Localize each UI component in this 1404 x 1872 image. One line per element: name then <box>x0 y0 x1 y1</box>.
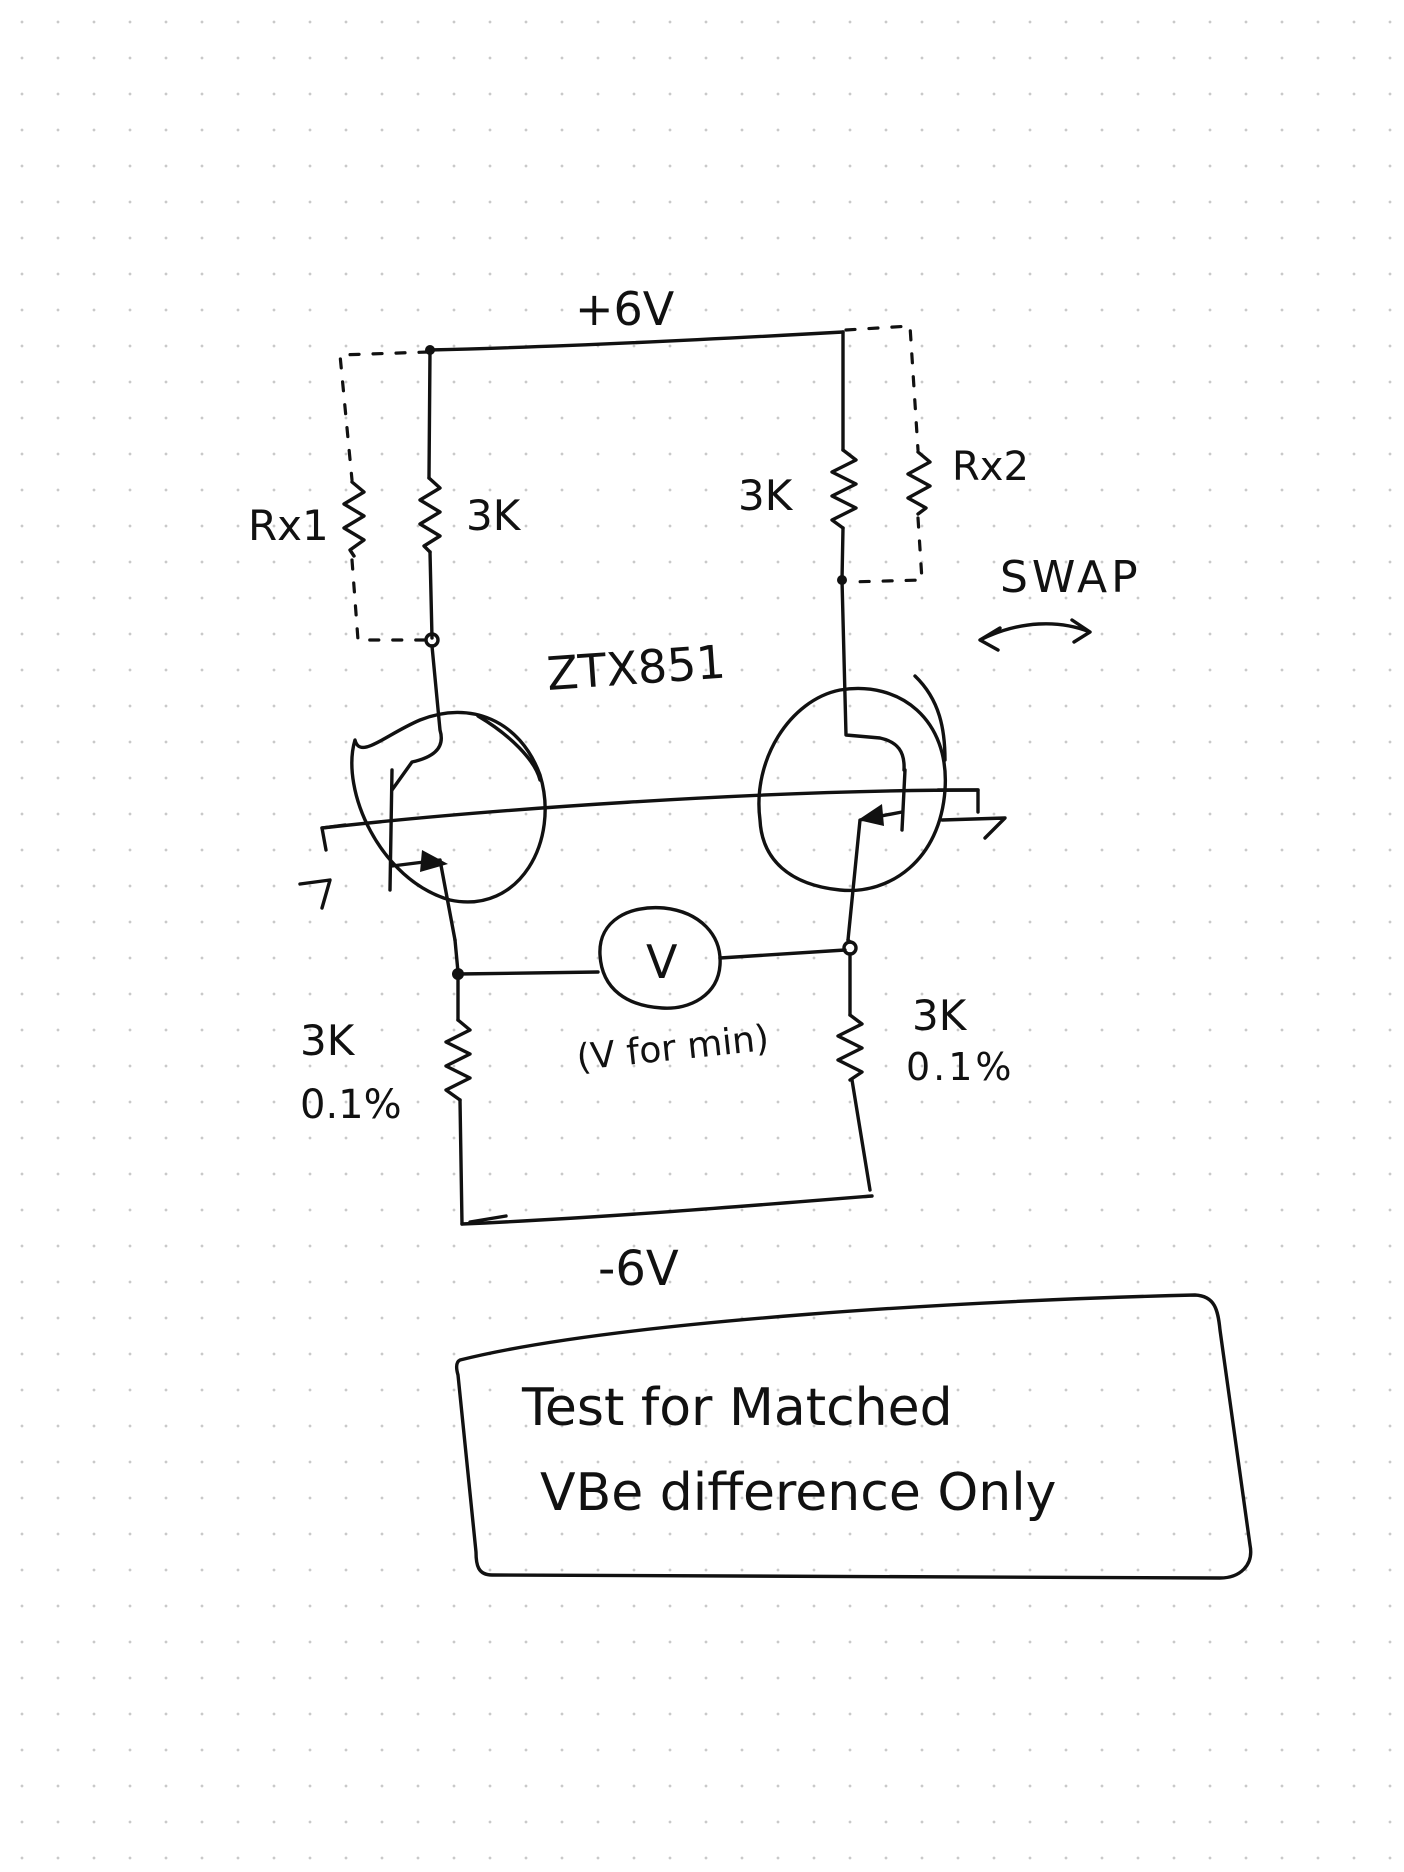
right-bottom-resistor-label: 3K <box>912 991 968 1040</box>
right-mid-wire <box>840 526 845 582</box>
rx1-resistor <box>342 480 366 558</box>
right-collector-lead <box>840 578 906 772</box>
voltmeter-circle <box>598 905 722 1010</box>
right-emitter-arrow <box>858 804 884 826</box>
rx1-dashed-return <box>350 558 426 642</box>
right-top-resistor-label: 3K <box>738 471 794 520</box>
note-line-2: VBe difference Only <box>540 1463 1056 1523</box>
left-bottom-resistor <box>444 1018 472 1102</box>
right-bottom-tolerance-label: 0.1% <box>906 1045 1015 1089</box>
left-transistor-tab <box>298 823 347 910</box>
rx2-label: Rx2 <box>952 444 1029 490</box>
right-bottom-wire <box>850 1078 872 1192</box>
right-transistor-emitter <box>846 810 904 942</box>
right-emitter-wire <box>846 938 852 944</box>
left-top-wire <box>427 348 432 480</box>
negative-rail-tick <box>468 1214 508 1224</box>
swap-arrow-icon <box>978 618 1092 652</box>
right-top-resistor <box>830 448 858 530</box>
left-mid-wire <box>428 550 434 640</box>
meter-note: (V for min) <box>575 1018 771 1079</box>
negative-rail-wire <box>460 1194 874 1226</box>
negative-supply-label: -6V <box>598 1241 679 1297</box>
left-emitter-wire <box>453 938 460 974</box>
base-connection-line <box>320 788 980 830</box>
left-collector-lead <box>390 644 443 792</box>
left-transistor-base <box>388 768 394 892</box>
note-box-border <box>454 1293 1253 1580</box>
meter-right-wire <box>718 948 847 960</box>
positive-supply-label: +6V <box>575 282 675 336</box>
meter-left-wire <box>456 970 600 976</box>
rx1-dashed-path <box>338 350 430 482</box>
rx2-resistor <box>906 450 932 516</box>
left-top-resistor <box>418 476 442 554</box>
positive-rail-wire <box>426 330 845 352</box>
right-transistor-tab <box>936 788 1007 840</box>
rx1-label: Rx1 <box>248 501 329 550</box>
swap-label: SWAP <box>1000 552 1142 603</box>
rx2-dashed-return <box>846 516 924 584</box>
right-transistor-case-arc <box>913 674 947 762</box>
rx2-dashed-path <box>844 324 920 452</box>
left-emitter-arrow <box>420 850 448 872</box>
right-emitter-node <box>842 940 858 956</box>
left-bottom-resistor-label: 3K <box>300 1016 356 1065</box>
left-bottom-wire <box>458 1098 464 1226</box>
right-transistor-base <box>900 768 907 832</box>
right-bottom-resistor <box>836 1013 864 1082</box>
note-line-1: Test for Matched <box>521 1378 953 1438</box>
left-transistor-case-arc <box>476 714 542 782</box>
meter-symbol: V <box>646 935 678 989</box>
left-transistor-circle <box>350 710 547 904</box>
left-top-resistor-label: 3K <box>466 491 522 540</box>
left-bottom-tolerance-label: 0.1% <box>300 1082 402 1128</box>
transistor-part-label: ZTX851 <box>545 635 727 701</box>
